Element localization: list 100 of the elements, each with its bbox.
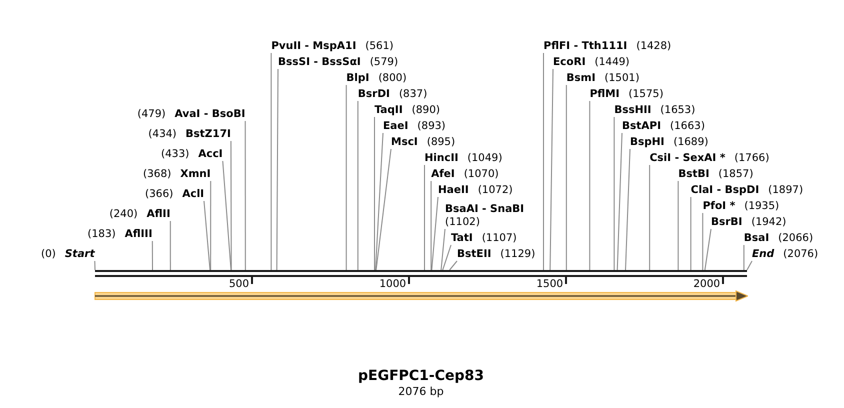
site-position: (1942) — [751, 216, 786, 229]
leader-line — [649, 164, 650, 270]
site-position: (1575) — [628, 88, 664, 101]
site-position: (1107) — [482, 232, 517, 245]
enzyme-name: AccI — [198, 148, 223, 161]
enzyme-name: TaqII — [374, 104, 403, 117]
enzyme-name: BsmI — [566, 72, 596, 85]
enzyme-name: TatI — [451, 232, 473, 245]
enzyme-name: AfeI — [431, 168, 455, 181]
leader-line — [550, 68, 554, 270]
enzyme-name: BstZ17I — [186, 128, 231, 141]
enzyme-name: BstBI — [678, 168, 710, 181]
leader-line — [94, 260, 96, 270]
site-position: (800) — [378, 72, 407, 85]
terminus-label: Start — [64, 248, 95, 261]
leader-line — [276, 68, 278, 270]
leader-line — [222, 160, 232, 270]
enzyme-name: BstEII — [457, 248, 492, 261]
enzyme-name: HaeII — [438, 184, 469, 197]
leader-line — [704, 228, 712, 270]
site-position: (2066) — [778, 232, 814, 245]
site-position: (0) — [41, 248, 56, 261]
site-position: (240) — [109, 208, 138, 221]
leader-line — [678, 180, 679, 270]
dna-sequence-bar — [95, 270, 747, 277]
site-position: (1663) — [670, 120, 705, 133]
site-position: (183) — [88, 228, 116, 241]
leader-line — [449, 260, 458, 270]
enzyme-name: BsaI — [744, 232, 770, 245]
leader-line — [743, 244, 744, 270]
leader-line — [376, 148, 392, 270]
enzyme-name: BssSI - BssSαI — [278, 56, 361, 69]
enzyme-name: BspHI — [630, 136, 664, 149]
enzyme-name: BssHII — [614, 104, 652, 117]
leader-line — [702, 212, 704, 270]
site-position: (368) — [143, 168, 172, 181]
leader-line — [424, 164, 425, 270]
enzyme-name: EcoRI — [553, 56, 586, 69]
scale-label: 1500 — [536, 278, 564, 291]
site-position: (837) — [398, 88, 428, 101]
site-position: (1653) — [660, 104, 696, 117]
leader-line — [625, 148, 630, 270]
enzyme-name: AflIII — [124, 228, 152, 241]
map-title: pEGFPC1-Cep83 — [358, 368, 484, 385]
leader-line — [204, 200, 210, 270]
enzyme-name: PvuII - MspA1I — [271, 40, 356, 53]
enzyme-name: MscI — [391, 136, 418, 149]
leader-line — [690, 196, 692, 270]
enzyme-name: HincII — [424, 152, 458, 165]
scale-label: 500 — [228, 278, 249, 291]
leader-line — [543, 52, 544, 270]
leader-line — [746, 260, 752, 270]
site-position: (893) — [417, 120, 446, 133]
leader-line — [440, 228, 446, 270]
enzyme-name: CsiI - SexAI * — [650, 152, 726, 165]
leader-line — [244, 120, 246, 270]
site-position: (1072) — [478, 184, 513, 197]
site-position: (1102) — [445, 216, 480, 229]
leader-line — [375, 132, 384, 270]
site-position: (366) — [145, 188, 174, 201]
leader-line — [431, 196, 438, 270]
terminus-label: End — [752, 248, 774, 261]
leader-line — [357, 100, 358, 270]
enzyme-name: BsrBI — [711, 216, 742, 229]
site-position: (1766) — [734, 152, 770, 165]
leader-line — [616, 132, 622, 270]
enzyme-name: BlpI — [346, 72, 370, 85]
enzyme-name: XmnI — [180, 168, 211, 181]
leader-line — [152, 240, 153, 270]
site-position: (579) — [370, 56, 398, 69]
enzyme-name: PflFI - Tth111I — [544, 40, 628, 53]
enzyme-name: EaeI — [383, 120, 408, 133]
leader-line — [442, 244, 452, 270]
site-position: (2076) — [783, 248, 818, 261]
site-position: (479) — [137, 108, 166, 121]
sequence-length: 2076 bp — [398, 385, 444, 398]
site-position: (1428) — [636, 40, 672, 53]
site-position: (433) — [161, 148, 190, 161]
site-position: (895) — [426, 136, 456, 149]
enzyme-name: PfoI * — [702, 200, 736, 213]
site-position: (1689) — [673, 136, 708, 149]
leader-line — [170, 220, 171, 270]
site-position: (1857) — [718, 168, 754, 181]
site-position: (1501) — [604, 72, 640, 85]
site-position: (1449) — [594, 56, 630, 69]
leader-line — [270, 52, 272, 270]
site-position: (1129) — [500, 248, 536, 261]
enzyme-name: AclI — [182, 188, 204, 201]
enzyme-name: AvaI - BsoBI — [174, 108, 246, 121]
site-position: (1070) — [464, 168, 499, 181]
leader-line — [346, 84, 347, 270]
site-position: (1935) — [744, 200, 780, 213]
scale-label: 1000 — [379, 278, 406, 291]
leader-line — [374, 116, 375, 270]
enzyme-name: PflMI — [590, 88, 620, 101]
scale-label: 2000 — [693, 278, 720, 291]
leader-line — [430, 180, 432, 270]
enzyme-name: AflII — [146, 208, 170, 221]
site-position: (561) — [365, 40, 394, 53]
leader-line — [589, 100, 590, 270]
